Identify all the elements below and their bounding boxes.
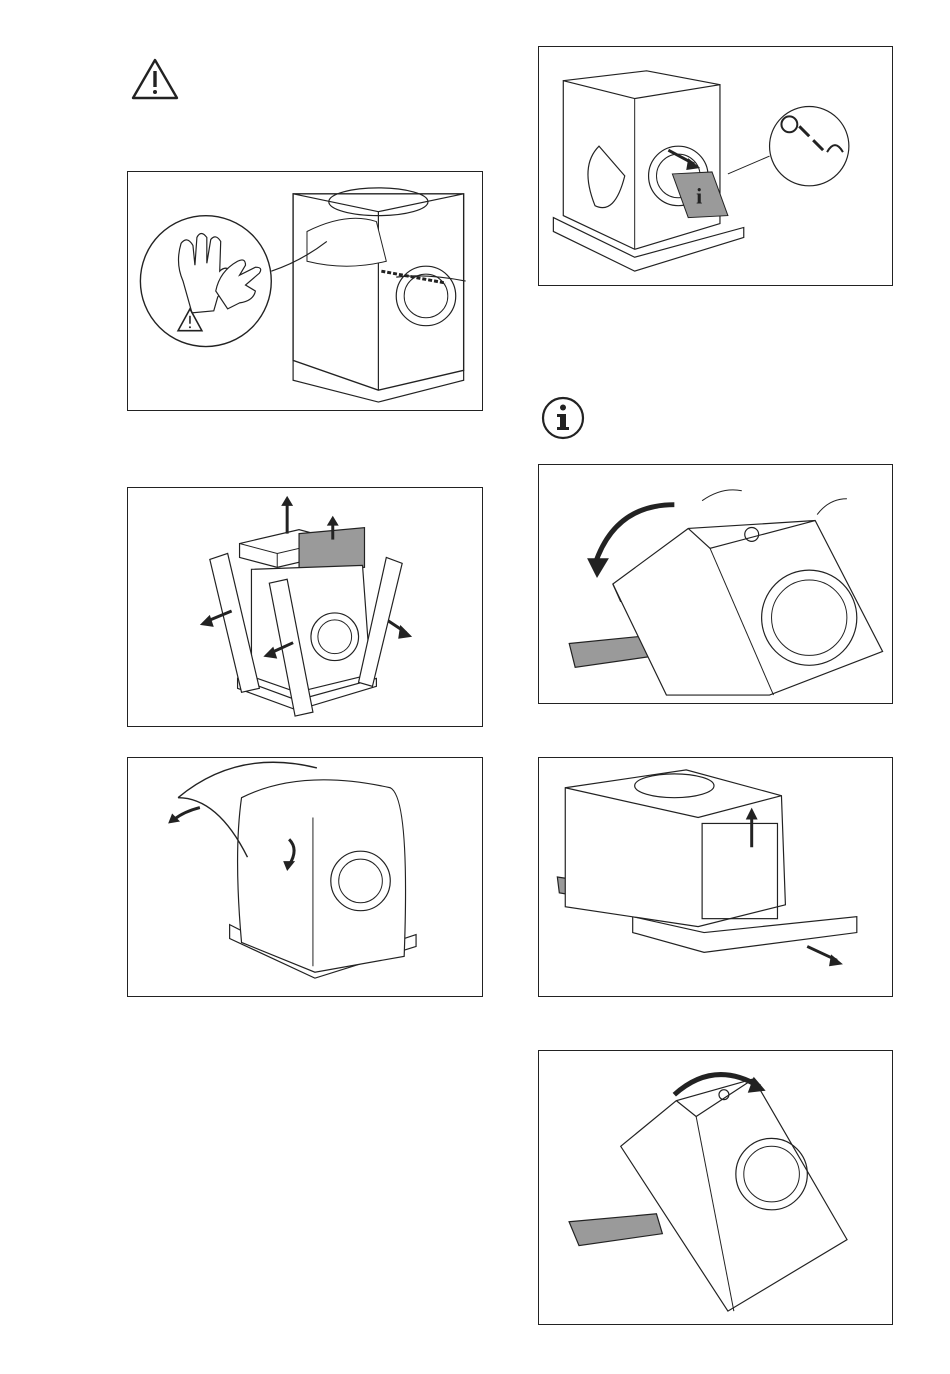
gloves-icon — [140, 216, 271, 347]
illustration-remove-base-polystyrene — [538, 757, 893, 997]
warning-triangle-icon — [131, 58, 179, 100]
illustration-remove-polystyrene — [127, 487, 483, 727]
illustration-remove-accessory-bag: i — [538, 46, 893, 286]
illustration-tilt-machine-back — [538, 464, 893, 704]
illustration-tilt-machine-forward — [538, 1050, 893, 1325]
illustration-remove-plastic-bag — [127, 757, 483, 997]
info-circle-icon — [541, 396, 585, 440]
illustration-remove-film-with-gloves — [127, 171, 483, 411]
svg-text:i: i — [696, 185, 702, 209]
